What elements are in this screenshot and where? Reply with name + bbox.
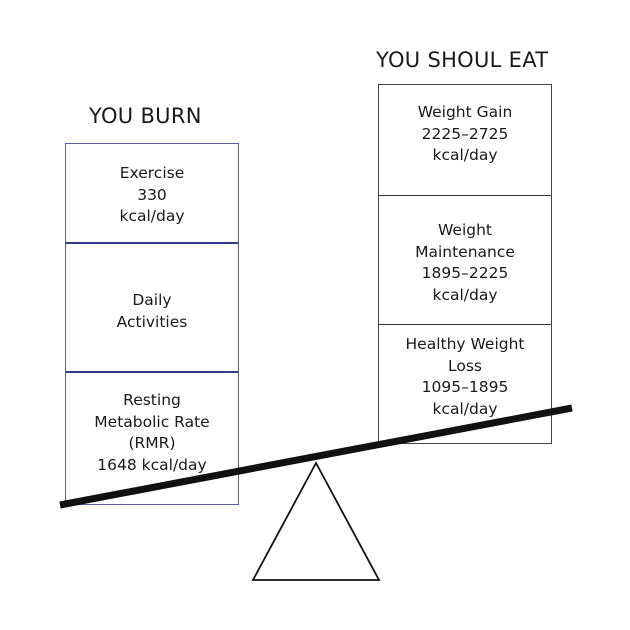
exercise-box: Exercise 330 kcal/day	[66, 144, 238, 242]
rmr-label-1: Resting	[123, 391, 181, 409]
daily-activities-label-2: Activities	[116, 312, 188, 331]
weight-loss-label-2: Loss	[448, 356, 482, 375]
weight-gain-box: Weight Gain 2225–2725 kcal/day	[379, 85, 551, 195]
rmr-label-2: Metabolic Rate	[94, 412, 210, 431]
weight-loss-range: 1095–1895	[421, 378, 509, 396]
daily-activities-label-1: Daily	[132, 291, 172, 309]
weight-gain-unit: kcal/day	[432, 146, 498, 164]
weight-gain-label: Weight Gain	[417, 103, 513, 121]
weight-gain-range: 2225–2725	[421, 124, 509, 143]
weight-maintenance-unit: kcal/day	[432, 285, 498, 304]
daily-activities-box: Daily Activities	[66, 242, 238, 371]
rmr-label-3: (RMR)	[128, 434, 176, 452]
rmr-box: Resting Metabolic Rate (RMR) 1648 kcal/d…	[66, 371, 238, 504]
you-should-eat-heading: YOU SHOUL EAT	[376, 48, 549, 72]
weight-maintenance-range: 1895–2225	[421, 264, 509, 282]
weight-loss-label-1: Healthy Weight	[405, 335, 525, 353]
weight-maintenance-label-1: Weight	[437, 221, 492, 239]
exercise-value: 330	[137, 185, 167, 204]
eat-stack: Weight Gain 2225–2725 kcal/day Weight Ma…	[378, 84, 552, 444]
exercise-unit: kcal/day	[119, 207, 185, 225]
fulcrum-triangle	[251, 461, 381, 581]
you-burn-heading: YOU BURN	[89, 104, 202, 128]
rmr-value: 1648 kcal/day	[97, 455, 207, 474]
burn-stack: Exercise 330 kcal/day Daily Activities R…	[65, 143, 239, 505]
healthy-weight-loss-box: Healthy Weight Loss 1095–1895 kcal/day	[379, 324, 551, 445]
weight-loss-unit: kcal/day	[432, 399, 498, 418]
scale-beam	[59, 404, 573, 509]
weight-maintenance-box: Weight Maintenance 1895–2225 kcal/day	[379, 195, 551, 324]
exercise-label: Exercise	[119, 164, 185, 182]
weight-maintenance-label-2: Maintenance	[415, 242, 515, 261]
